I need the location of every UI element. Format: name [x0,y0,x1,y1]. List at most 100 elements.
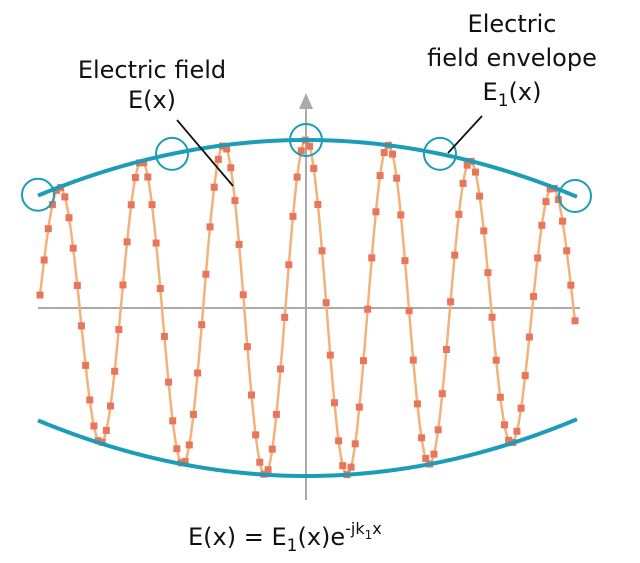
wave-marker [289,212,297,220]
wave-marker [447,298,455,306]
envelope-touch-circle [289,123,323,157]
envelope-pointer-line [447,115,483,154]
wave-marker [525,333,533,341]
wave-marker [198,321,206,329]
wave-marker [409,356,417,364]
equation: E(x) = E1(x)e-jk1x [188,519,382,556]
wave-marker [107,402,114,410]
wave-marker [248,391,256,399]
wave-marker [364,305,372,313]
axes [38,93,580,500]
wave-marker [293,173,301,181]
wave-marker [538,221,546,229]
wave-marker [310,164,318,172]
wave-marker [272,410,280,418]
envelope-touch-circle [558,179,592,213]
wave-marker [82,361,90,369]
electric-field-label-line1: Electric field [78,56,226,84]
wave-marker [567,281,575,289]
wave-marker [281,313,289,321]
wave-marker [571,317,579,325]
envelope-label-e: E [483,78,498,106]
wave-marker [144,173,152,181]
wave-marker [322,299,330,307]
wave-marker [210,183,218,191]
wave-marker [330,399,338,407]
wave-marker [252,431,260,439]
wave-marker [256,458,264,466]
wave-marker [326,351,334,359]
wave-marker [297,147,305,155]
wave-marker [501,421,508,429]
wave-marker [393,174,401,182]
wave-marker [355,403,363,411]
wave-marker [127,201,135,209]
wave-marker [169,417,177,425]
wave-marker [372,208,380,216]
wave-marker [492,356,500,364]
wave-marker [173,445,181,453]
wave-marker [36,291,44,299]
equation-exponent: -jk [345,519,365,538]
equation-mid: (x)e [297,523,345,551]
wave-marker [422,454,430,462]
wave-marker [152,239,160,247]
wave-marker [438,390,446,398]
wave-marker [61,193,69,201]
wave-marker [140,159,148,167]
wave-marker [339,462,347,470]
electric-field-pointer-line [176,119,234,187]
wave-marker [77,322,85,330]
wave-marker [359,357,367,365]
wave-marker [189,410,197,418]
wave-marker [559,217,567,225]
upper-envelope-curve [37,138,578,199]
wave-marker [376,172,384,180]
wave-marker [513,427,521,435]
wave-marker [268,445,276,453]
wave-marker [73,281,81,289]
wave-marker [277,365,285,373]
wave-marker [194,369,202,377]
wave-marker [459,179,467,187]
wave-marker [380,149,388,157]
wave-marker [115,326,123,334]
electric-field-label-line2: E(x) [128,86,176,114]
wave-marker [214,155,222,163]
wave-marker [243,343,251,351]
wave-marker [202,270,210,278]
wave-marker [235,240,243,248]
wave-marker [546,185,554,193]
wave-marker [401,257,409,265]
wave-marker [131,174,139,182]
wave-marker [463,161,471,169]
wave-marker [368,254,376,262]
envelope-label-line3: E1(x) [483,78,542,111]
wave-marker [44,225,52,233]
wave-marker [455,210,463,218]
envelope-label-line2: field envelope [427,44,597,72]
wave-marker [405,307,413,315]
wave-marker [69,244,77,252]
wave-marker [111,367,119,375]
wave-marker [318,247,326,255]
wave-marker [65,214,73,222]
wave-marker [413,400,421,408]
envelope-touch-circles [21,123,592,213]
wave-marker [156,285,164,292]
wave-marker [476,192,484,200]
wave-marker [418,434,426,442]
envelope-touch-circle [423,136,457,171]
wave-marker [496,393,504,401]
wave-marker [471,168,479,176]
wave-marker [206,223,214,231]
wave-marker [160,332,168,340]
wave-marker [434,426,442,434]
wave-marker [563,247,571,255]
wave-marker [347,463,355,471]
wave-marker [484,269,492,277]
wave-marker [480,227,488,235]
wave-marker [148,201,156,209]
wave-marker [534,254,542,262]
envelope-label-subscript: 1 [498,91,509,111]
